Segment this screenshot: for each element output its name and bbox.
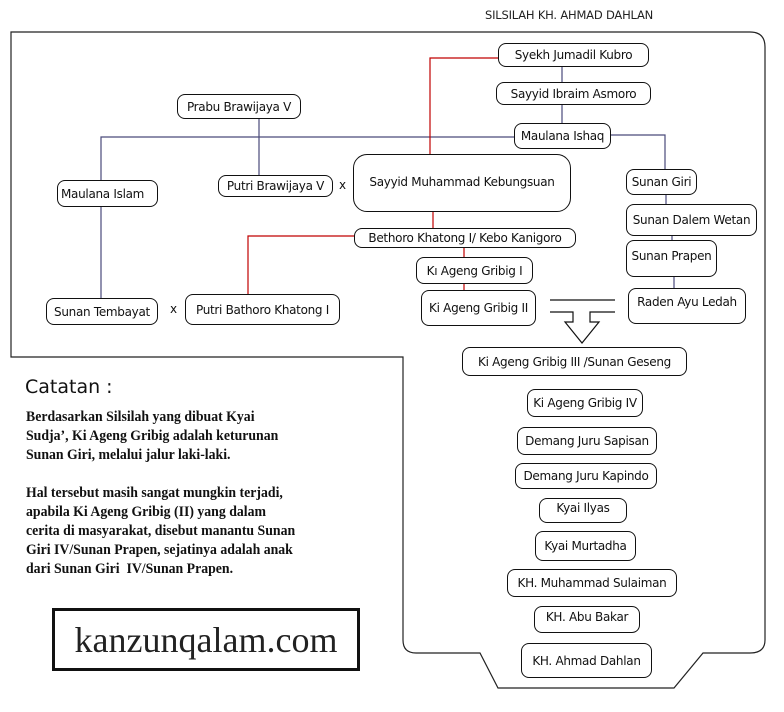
line-ishaq-islam (100, 136, 514, 180)
node-kh-muhammad-sulaiman: KH. Muhammad Sulaiman (507, 569, 677, 597)
node-ki-ageng-gribig-iii: Ki Ageng Gribig III /Sunan Geseng (462, 347, 687, 376)
node-kh-ahmad-dahlan: KH. Ahmad Dahlan (521, 643, 652, 678)
node-putri-brawijaya-v: Putri Brawijaya V (218, 175, 333, 197)
node-demang-juru-kapindo: Demang Juru Kapindo (515, 463, 657, 489)
node-sayyid-muhammad-kebungsuan: Sayyid Muhammad Kebungsuan (353, 154, 571, 212)
node-sayyid-ibraim-asmoro: Sayyid Ibraim Asmoro (496, 82, 651, 105)
node-maulana-ishaq: Maulana Ishaq (514, 123, 611, 149)
line-bethoro-putri (247, 235, 354, 294)
line-ishaq-giri (611, 134, 666, 169)
node-kyai-ilyas: Kyai Ilyas (539, 498, 627, 523)
notes-line: Hal tersebut masih sangat mungkin terjad… (26, 485, 283, 501)
node-ki-ageng-gribig-i: Kı Ageng Gribig I (416, 257, 533, 284)
notes-heading: Catatan : (25, 376, 113, 398)
notes-line: cerita di masyarakat, disebut manantu Su… (26, 523, 296, 539)
notes-line: Sunan Giri, melalui jalur laki-laki. (26, 447, 231, 463)
notes-line: Berdasarkan Silsilah yang dibuat Kyai (26, 409, 255, 425)
node-kyai-murtadha: Kyai Murtadha (535, 531, 636, 561)
node-sunan-dalem-wetan: Sunan Dalem Wetan (626, 204, 757, 236)
frame-outline (10, 31, 766, 689)
node-prabu-brawijaya-v: Prabu Brawijaya V (177, 94, 301, 119)
merge-arrow-icon (550, 299, 615, 344)
node-bethoro-khatong: Bethoro Khatong I/ Kebo Kanigoro (354, 228, 576, 248)
notes-line: Sudja’, Ki Ageng Gribig adalah keturunan (26, 428, 279, 444)
node-putri-bathoro-khatong: Putri Bathoro Khatong I (185, 294, 340, 325)
node-sunan-giri: Sunan Giri (626, 169, 697, 195)
notes-line: Giri IV/Sunan Prapen, sejatinya adalah a… (26, 542, 293, 558)
node-syekh-jumadil-kubro: Syekh Jumadil Kubro (498, 43, 649, 67)
site-logo: kanzunqalam.com (52, 608, 360, 671)
notes-line: dari Sunan Giri IV/Sunan Prapen. (26, 561, 234, 577)
node-sunan-prapen: Sunan Prapen (626, 240, 717, 277)
line-syekh-kebungsuan (429, 57, 498, 154)
node-sunan-tembayat: Sunan Tembayat (46, 298, 158, 325)
node-raden-ayu-ledah: Raden Ayu Ledah (628, 288, 746, 324)
node-kh-abu-bakar: KH. Abu Bakar (534, 606, 640, 633)
marriage-symbol: x (339, 178, 347, 192)
notes-body: Berdasarkan Silsilah yang dibuat Kyai Su… (26, 408, 319, 579)
marriage-symbol: x (170, 302, 178, 316)
node-ki-ageng-gribig-ii: Ki Ageng Gribig II (421, 290, 536, 326)
notes-line: apabila Ki Ageng Gribig (II) yang dalam (26, 504, 267, 520)
node-ki-ageng-gribig-iv: Ki Ageng Gribig IV (527, 389, 643, 417)
node-maulana-islam: Maulana Islam (57, 180, 158, 207)
diagram-title: SILSILAH KH. AHMAD DAHLAN (485, 8, 654, 22)
node-demang-juru-sapisan: Demang Juru Sapisan (517, 427, 657, 455)
